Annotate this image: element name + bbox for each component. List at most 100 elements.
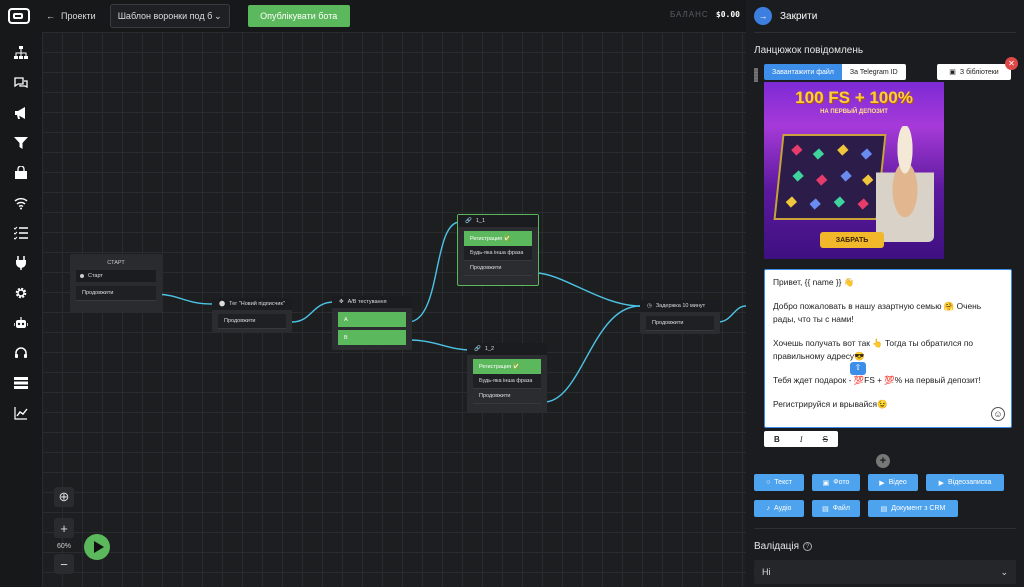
sitemap-icon[interactable] (14, 46, 28, 60)
banner-headline: 100 FS + 100% (795, 88, 913, 107)
library-button[interactable]: ▣ З бібліотеки (937, 64, 1011, 80)
robot-icon[interactable] (13, 316, 29, 330)
node-start-continue[interactable]: Продовжити (76, 286, 156, 301)
logo-icon[interactable] (8, 8, 30, 24)
gear-icon[interactable] (14, 286, 28, 300)
node-ab-header: ✥ A/B тестування (332, 296, 412, 308)
chart-icon[interactable] (14, 406, 28, 420)
video-note-icon: ▶ (938, 479, 944, 487)
bold-icon[interactable]: B (774, 434, 780, 444)
node-1-1-any-phrase[interactable]: Будь-яка інша фраза (464, 246, 532, 261)
node-1-2-title: 1_2 (484, 346, 495, 352)
filter-icon[interactable] (14, 136, 28, 150)
node-1-1-continue[interactable]: Продовжити (464, 261, 532, 276)
drag-handle-icon[interactable] (754, 68, 758, 82)
add-block-button[interactable]: + (876, 454, 890, 468)
arrow-left-icon: ← (46, 11, 55, 21)
link-icon: 🔗 (474, 346, 481, 352)
node-1-1-registration[interactable]: Регистрация ✅ (464, 231, 532, 246)
zoom-out-button[interactable]: − (54, 554, 74, 574)
add-text-button[interactable]: ○Текст (754, 474, 804, 491)
node-start-title: СТАРТ (107, 260, 125, 266)
add-crm-document-button[interactable]: ▤Документ з CRM (868, 500, 958, 517)
italic-icon[interactable]: I (799, 434, 803, 444)
message-panel: → Закрити Ланцюжок повідомлень Завантажи… (746, 0, 1024, 587)
document-icon: ▤ (880, 505, 888, 513)
node-delay-continue[interactable]: Продовжити (646, 316, 714, 331)
project-select[interactable]: Шаблон воронки под б ⌄ (109, 4, 230, 28)
message-line-1: Привет, {{ name }} 👋 (773, 277, 855, 287)
format-toolbar: B I S (764, 431, 838, 447)
project-name: Шаблон воронки под б (117, 11, 213, 21)
play-button[interactable] (84, 534, 110, 560)
add-audio-button[interactable]: ♪Аудіо (754, 500, 804, 517)
chain-title: Ланцюжок повідомлень (754, 45, 864, 56)
strikethrough-icon[interactable]: S (822, 434, 828, 444)
back-to-projects-link[interactable]: ← Проекти (46, 11, 96, 21)
add-photo-button[interactable]: ▣Фото (812, 474, 860, 491)
node-ab-a[interactable]: A (338, 312, 406, 327)
message-line-2: Добро пожаловать в нашу азартную семью 🤗… (773, 301, 982, 324)
wifi-icon[interactable] (14, 196, 28, 210)
validation-value: Ні (762, 567, 771, 577)
balance-value: $0.00 (715, 10, 740, 19)
library-label: З бібліотеки (959, 68, 999, 76)
crosshair-icon[interactable]: ⊕ (54, 487, 74, 507)
node-1-2-any-phrase[interactable]: Будь-яка інша фраза (473, 374, 541, 389)
chat-bubble-icon: ○ (766, 479, 771, 486)
list-icon[interactable] (13, 226, 28, 240)
divider (754, 32, 1016, 33)
bag-icon[interactable] (14, 165, 28, 180)
flow-canvas[interactable]: СТАРТ Старт Продовжити ⬤ Тег "Новий підп… (42, 32, 746, 587)
message-line-5: Регистрируйся и врывайся😉 (773, 399, 888, 410)
tab-telegram-id[interactable]: За Telegram ID (841, 64, 906, 80)
node-1-2-registration[interactable]: Регистрация ✅ (473, 359, 541, 374)
banner-subtitle: НА ПЕРВЫЙ ДЕПОЗИТ (820, 109, 888, 115)
arrow-right-icon[interactable]: → (754, 7, 772, 25)
chevron-down-icon: ⌄ (214, 10, 222, 21)
validation-select[interactable]: Ні ⌄ (754, 560, 1016, 584)
message-line-4: Тебя ждет подарок - 💯FS + 💯% на первый д… (773, 375, 981, 386)
add-videonote-button[interactable]: ▶Відеозаписка (926, 474, 1004, 491)
node-delay[interactable]: ◷ Задержка 10 минут Продовжити (640, 300, 720, 334)
photo-icon: ▣ (822, 479, 830, 487)
node-delay-header: ◷ Задержка 10 минут (640, 300, 720, 312)
node-ab-b[interactable]: B (338, 330, 406, 345)
tab-upload-file[interactable]: Завантажити файл (764, 64, 842, 80)
node-tag[interactable]: ⬤ Тег "Новий підписчик" Продовжити (212, 298, 292, 332)
sidebar (0, 32, 42, 587)
add-file-button[interactable]: ▤Файл (812, 500, 860, 517)
headset-icon[interactable] (14, 346, 28, 360)
node-tag-continue[interactable]: Продовжити (218, 314, 286, 329)
link-icon: 🔗 (465, 218, 472, 224)
start-icon (80, 274, 84, 278)
close-row[interactable]: → Закрити (746, 0, 1024, 32)
node-ab[interactable]: ✥ A/B тестування A B (332, 296, 412, 350)
node-1-2-continue[interactable]: Продовжити (473, 389, 541, 404)
node-start[interactable]: СТАРТ Старт Продовжити (70, 254, 162, 312)
zoom-in-button[interactable]: + (54, 518, 74, 538)
scroll-up-icon[interactable]: ⇧ (850, 362, 866, 375)
publish-button[interactable]: Опублікувати бота (247, 5, 350, 27)
emoji-icon[interactable]: ☺ (991, 407, 1005, 421)
top-bar: ← Проекти Шаблон воронки под б ⌄ Опублік… (0, 0, 746, 32)
close-icon[interactable]: ✕ (1005, 57, 1018, 70)
node-1-1[interactable]: 🔗 1_1 Регистрация ✅ Будь-яка інша фраза … (457, 214, 539, 286)
megaphone-icon[interactable] (14, 106, 28, 120)
validation-title: Валідація ? (754, 541, 813, 552)
node-ab-title: A/B тестування (347, 299, 387, 305)
server-icon[interactable] (14, 376, 28, 390)
split-icon: ✥ (339, 299, 344, 305)
help-icon[interactable]: ? (803, 542, 813, 551)
chat-icon[interactable] (14, 76, 28, 90)
connection-lines (151, 221, 746, 403)
plug-icon[interactable] (14, 256, 28, 270)
add-video-button[interactable]: ▶Відео (868, 474, 918, 491)
banner-image: 100 FS + 100% НА ПЕРВЫЙ ДЕПОЗИТ ЗАБРАТЬ (764, 82, 944, 259)
node-1-2[interactable]: 🔗 1_2 Регистрация ✅ Будь-яка інша фраза … (467, 343, 547, 413)
message-editor[interactable]: Привет, {{ name }} 👋 Добро пожаловать в … (764, 269, 1012, 428)
image-icon: ▣ (949, 69, 956, 76)
zoom-level: 60% (56, 543, 71, 550)
node-1-1-header: 🔗 1_1 (458, 215, 538, 227)
node-delay-title: Задержка 10 минут (655, 303, 706, 309)
